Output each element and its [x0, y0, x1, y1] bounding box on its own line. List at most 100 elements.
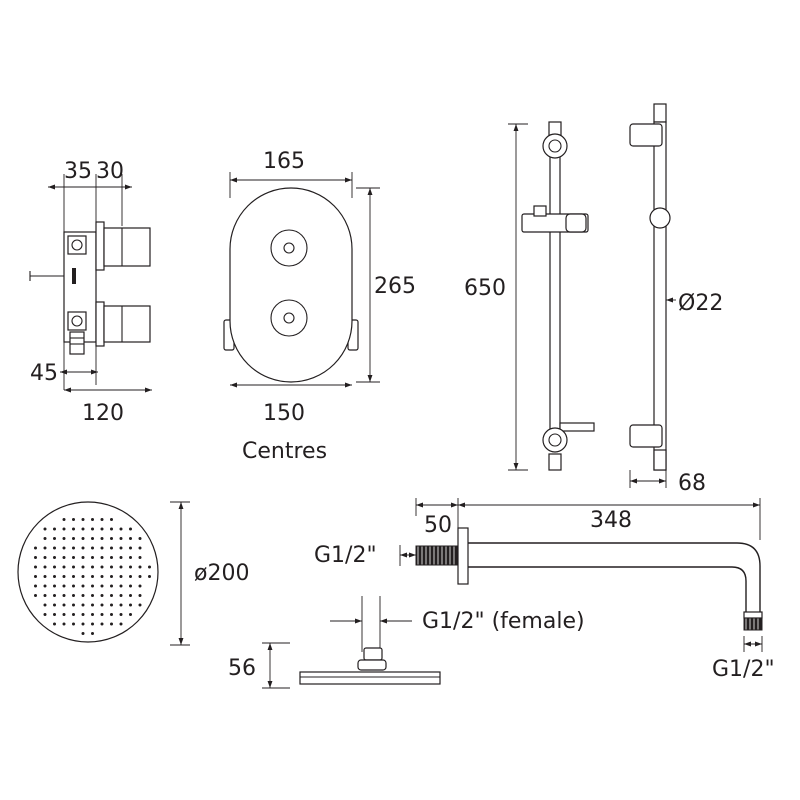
nozzle-dot	[110, 556, 113, 559]
nozzle-dot	[110, 527, 113, 531]
arm-wall-flange	[457, 527, 469, 585]
nozzle-dot	[119, 603, 123, 607]
nozzle-dot	[81, 546, 85, 550]
nozzle-dot	[62, 556, 66, 559]
nozzle-dot	[91, 594, 94, 597]
nozzle-dot	[91, 603, 94, 607]
arm-inlet-thread-label: G1/2"	[314, 543, 377, 568]
nozzle-dot	[148, 565, 151, 569]
nozzle-dot	[72, 613, 75, 616]
nozzle-dot	[53, 565, 56, 569]
rail-bottom-bracket	[542, 427, 568, 453]
nozzle-dot	[148, 575, 151, 578]
valve-inlet-bottom	[67, 311, 87, 331]
nozzle-dot	[100, 546, 104, 550]
arm-outlet-thread-label: G1/2"	[712, 657, 775, 682]
shower-head-face	[17, 501, 159, 643]
valve-depth-a-label: 35	[64, 159, 92, 184]
nozzle-dot	[91, 584, 94, 588]
nozzle-dot	[62, 584, 66, 588]
nozzle-dot	[100, 518, 104, 521]
faceplate-height-label: 265	[374, 274, 416, 299]
nozzle-dot	[100, 603, 104, 607]
head-plate	[299, 671, 441, 685]
nozzle-dot	[81, 556, 85, 559]
nozzle-dot	[110, 518, 113, 521]
nozzle-dot	[72, 565, 75, 569]
head-height-label: 56	[228, 656, 256, 681]
nozzle-dot	[72, 556, 75, 559]
nozzle-dot	[100, 537, 104, 540]
nozzle-dot	[100, 613, 104, 616]
nozzle-dot	[81, 575, 85, 578]
nozzle-dot	[81, 594, 85, 597]
faceplate-control-top	[270, 229, 308, 267]
nozzle-dot	[119, 575, 123, 578]
rail-top-bracket	[542, 133, 568, 159]
valve-offset-label: 45	[30, 361, 58, 386]
arm-tube-bottom-edge	[468, 566, 747, 612]
nozzle-dot	[81, 518, 85, 521]
arm-tube-top-edge	[468, 542, 761, 612]
nozzle-dot	[138, 537, 142, 540]
nozzle-dot	[91, 632, 94, 635]
nozzle-dot	[81, 622, 85, 626]
nozzle-dot	[43, 594, 47, 597]
nozzle-dot	[72, 527, 75, 531]
nozzle-dot	[110, 613, 113, 616]
rail-bottom-bracket-inner	[548, 433, 562, 447]
nozzle-dot	[62, 527, 66, 531]
nozzle-dot	[110, 537, 113, 540]
nozzle-dot	[72, 603, 75, 607]
nozzle-dot	[129, 575, 132, 578]
head-swivel-nut	[363, 647, 383, 661]
nozzle-dot	[72, 575, 75, 578]
nozzle-dot	[62, 622, 66, 626]
valve-handle-sleeve-bottom	[95, 301, 105, 347]
nozzle-dot	[119, 537, 123, 540]
nozzle-dot	[100, 575, 104, 578]
nozzle-dot	[62, 603, 66, 607]
faceplate-control-top-center	[283, 242, 295, 254]
nozzle-dot	[81, 603, 85, 607]
nozzle-dot	[110, 594, 113, 597]
valve-depth-b-label: 30	[96, 159, 124, 184]
nozzle-dot	[100, 527, 104, 531]
nozzle-dot	[100, 565, 104, 569]
nozzle-dot	[110, 603, 113, 607]
rail-side-tube	[653, 121, 667, 471]
rail-side-bottom-cap	[653, 449, 667, 471]
nozzle-dot	[72, 594, 75, 597]
nozzle-dot	[100, 584, 104, 588]
nozzle-dot	[138, 594, 142, 597]
head-swivel-joint	[357, 659, 387, 671]
rail-diameter-label: Ø22	[678, 291, 723, 316]
nozzle-dot	[91, 518, 94, 521]
nozzle-dot	[53, 584, 56, 588]
nozzle-dot	[53, 556, 56, 559]
rail-slider-grip	[565, 213, 587, 233]
valve-handle-sleeve-top	[95, 221, 105, 271]
nozzle-dot	[53, 603, 56, 607]
nozzle-dot	[81, 527, 85, 531]
nozzle-dot	[110, 565, 113, 569]
nozzle-dot	[43, 603, 47, 607]
nozzle-dot	[72, 537, 75, 540]
rail-top-bracket-inner	[548, 139, 562, 153]
nozzle-dot	[91, 537, 94, 540]
shower-arm: 50 348 G1/2" G1/2"	[314, 498, 775, 682]
nozzle-dot	[53, 537, 56, 540]
nozzle-dot	[53, 527, 56, 531]
nozzle-dot	[43, 575, 47, 578]
nozzle-dot	[119, 565, 123, 569]
valve-width-label: 120	[82, 401, 124, 426]
nozzle-dot	[119, 622, 123, 626]
nozzle-dot	[62, 546, 66, 550]
nozzle-dot	[81, 613, 85, 616]
riser-rail-side-view: Ø22 68	[629, 103, 723, 496]
riser-rail-front-view: 650	[464, 121, 595, 471]
nozzle-dot	[34, 565, 37, 569]
rail-side-slider	[649, 207, 671, 229]
